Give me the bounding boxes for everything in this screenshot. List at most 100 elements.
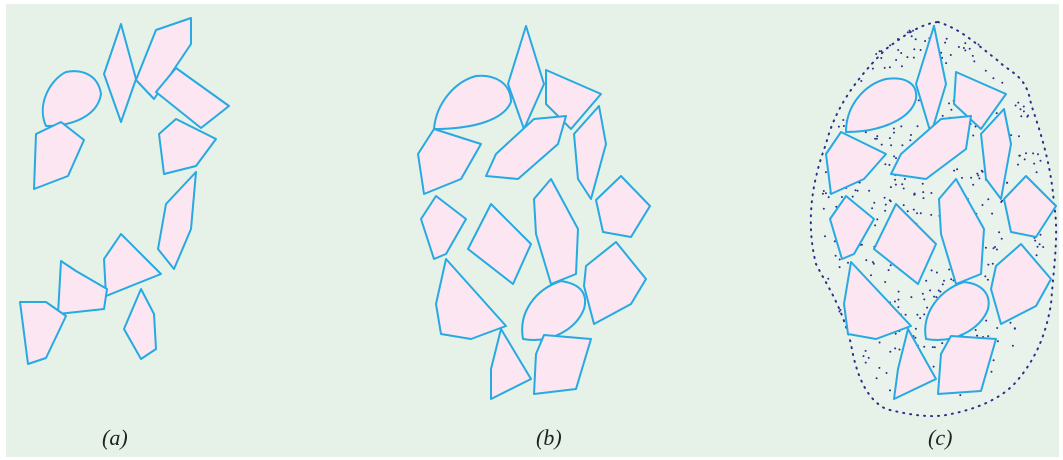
matrix-dot <box>1027 115 1029 117</box>
matrix-dot <box>946 38 948 40</box>
figure-canvas <box>6 4 1059 457</box>
matrix-dot <box>825 192 827 194</box>
matrix-dot <box>823 208 825 210</box>
matrix-dot <box>907 210 909 212</box>
matrix-dot <box>922 293 924 295</box>
matrix-dot <box>1018 155 1020 157</box>
matrix-dot <box>991 371 993 373</box>
matrix-dot <box>933 296 935 298</box>
matrix-dot <box>894 347 896 349</box>
matrix-dot <box>894 301 896 303</box>
matrix-dot <box>909 30 911 32</box>
matrix-dot <box>926 307 928 309</box>
matrix-dot <box>822 193 824 195</box>
matrix-dot <box>1036 171 1038 173</box>
matrix-dot <box>876 218 878 220</box>
matrix-dot <box>871 63 873 65</box>
matrix-dot <box>878 367 880 369</box>
matrix-dot <box>964 42 966 44</box>
matrix-dot <box>950 54 952 56</box>
matrix-dot <box>897 306 899 308</box>
matrix-dot <box>901 183 903 185</box>
matrix-dot <box>975 329 977 331</box>
matrix-dot <box>941 342 943 344</box>
matrix-dot <box>847 262 849 264</box>
matrix-dot <box>994 246 996 248</box>
matrix-dot <box>934 346 936 348</box>
matrix-dot <box>1034 240 1036 242</box>
matrix-dot <box>880 50 882 52</box>
matrix-dot <box>915 38 917 40</box>
matrix-dot <box>953 170 955 172</box>
matrix-dot <box>961 177 963 179</box>
matrix-dot <box>870 274 872 276</box>
matrix-dot <box>924 40 926 42</box>
matrix-dot <box>919 317 921 319</box>
matrix-dot <box>876 138 878 140</box>
matrix-dot <box>916 314 918 316</box>
matrix-dot <box>958 46 960 48</box>
matrix-dot <box>1036 254 1038 256</box>
matrix-dot <box>916 212 918 214</box>
matrix-dot <box>876 377 878 379</box>
matrix-dot <box>1018 135 1020 137</box>
matrix-dot <box>948 102 950 104</box>
matrix-dot <box>889 137 891 139</box>
matrix-dot <box>839 259 841 261</box>
matrix-dot <box>874 138 876 140</box>
matrix-dot <box>865 350 867 352</box>
matrix-dot <box>945 62 947 64</box>
matrix-dot <box>823 190 825 192</box>
matrix-dot <box>923 346 925 348</box>
matrix-dot <box>930 192 932 194</box>
matrix-dot <box>929 289 931 291</box>
matrix-dot <box>895 59 897 61</box>
matrix-dot <box>939 291 941 293</box>
matrix-dot <box>987 279 989 281</box>
matrix-dot <box>985 247 987 249</box>
matrix-dot <box>873 263 875 265</box>
matrix-dot <box>897 38 899 40</box>
matrix-dot <box>970 177 972 179</box>
matrix-dot <box>987 198 989 200</box>
matrix-dot <box>942 283 944 285</box>
matrix-dot <box>972 184 974 186</box>
matrix-dot <box>863 355 865 357</box>
matrix-dot <box>865 362 867 364</box>
matrix-dot <box>898 299 900 301</box>
matrix-dot <box>982 204 984 206</box>
matrix-dot <box>987 335 989 337</box>
matrix-dot <box>889 351 891 353</box>
matrix-dot <box>918 99 920 101</box>
matrix-dot <box>936 272 938 274</box>
matrix-dot <box>874 224 876 226</box>
matrix-dot <box>1040 234 1042 236</box>
panel-b-label: (b) <box>536 425 562 451</box>
matrix-dot <box>914 337 916 339</box>
matrix-dot <box>1032 152 1034 154</box>
matrix-dot <box>976 173 978 175</box>
matrix-dot <box>912 30 914 32</box>
matrix-dot <box>873 202 875 204</box>
matrix-dot <box>897 49 899 51</box>
panel-a-label: (a) <box>102 425 128 451</box>
matrix-dot <box>901 144 903 146</box>
matrix-dot <box>1037 153 1039 155</box>
matrix-dot <box>865 259 867 261</box>
matrix-dot <box>1010 322 1012 324</box>
matrix-dot <box>942 115 944 117</box>
matrix-dot <box>987 264 989 266</box>
matrix-dot <box>944 42 946 44</box>
matrix-dot <box>938 290 940 292</box>
matrix-dot <box>1023 110 1025 112</box>
matrix-dot <box>884 210 886 212</box>
matrix-dot <box>1037 246 1039 248</box>
matrix-dot <box>913 48 915 50</box>
matrix-dot <box>1042 246 1044 248</box>
matrix-dot <box>903 204 905 206</box>
matrix-dot <box>920 49 922 51</box>
matrix-dot <box>911 35 913 37</box>
matrix-dot <box>1001 238 1003 240</box>
matrix-dot <box>888 164 890 166</box>
matrix-dot <box>861 244 863 246</box>
